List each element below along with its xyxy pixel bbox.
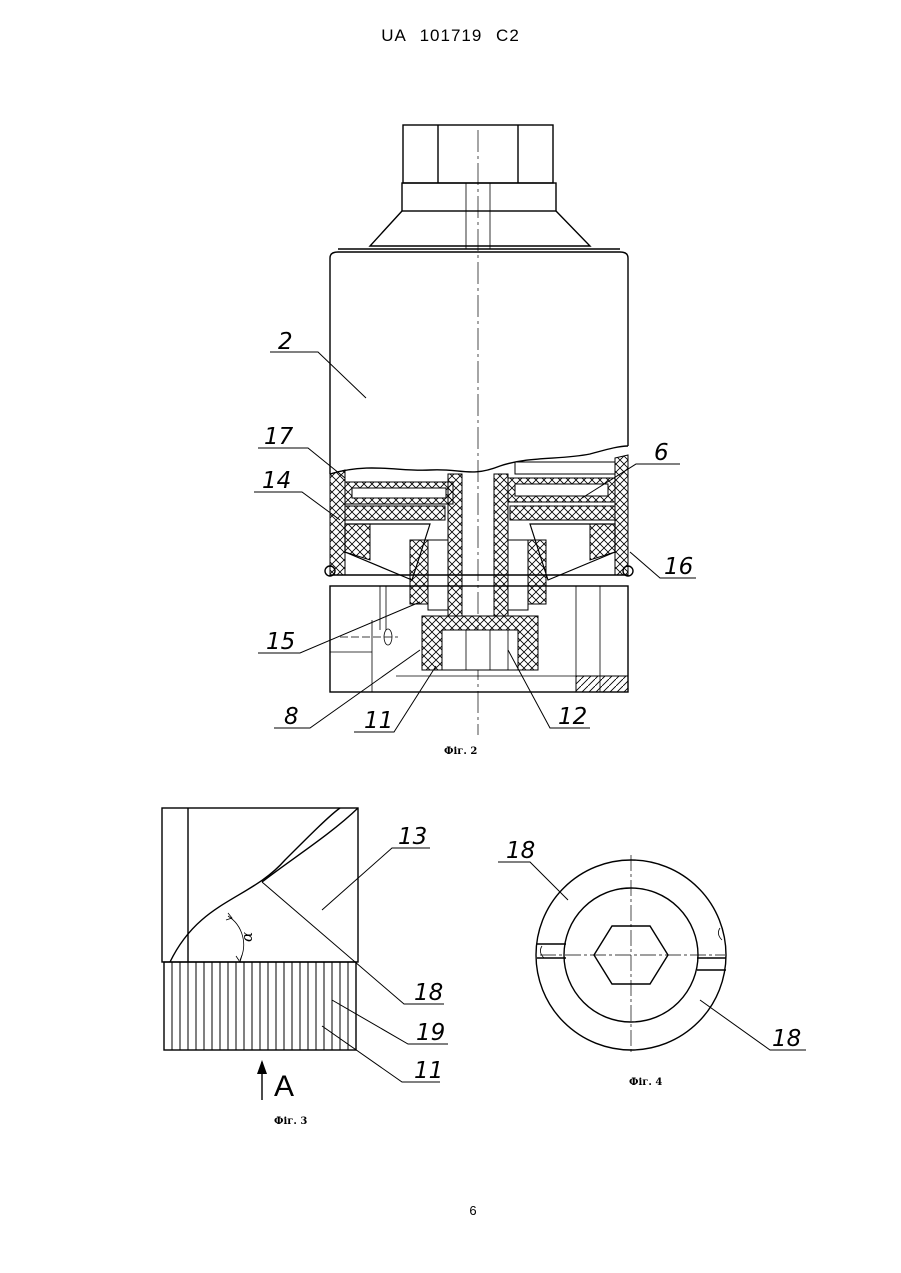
fig2-label-14: 14 [262,468,291,494]
fig2-label-6: 6 [654,440,669,466]
fig3-label-13: 13 [398,824,427,850]
figure-2-drawing [254,125,696,735]
figure-4-drawing [498,855,806,1055]
fig4-label-18-top: 18 [506,838,535,864]
fig3-caption: Фіг. 3 [274,1116,307,1127]
fig3-label-18: 18 [414,980,443,1006]
fig2-label-17: 17 [264,424,294,450]
fig2-label-12: 12 [558,704,587,730]
page-number: 6 [0,1203,901,1218]
fig3-view-arrow-label: A [274,1070,294,1103]
fig4-caption: Фіг. 4 [629,1077,662,1088]
fig3-label-11: 11 [414,1058,443,1084]
fig2-label-11: 11 [364,708,393,734]
fig2-label-15: 15 [266,629,295,655]
fig2-caption: Фіг. 2 [444,746,477,757]
fig2-label-8: 8 [284,704,299,730]
fig3-angle-alpha: α [238,932,256,942]
fig2-label-2: 2 [278,329,293,355]
fig3-label-19: 19 [416,1020,445,1046]
figure-3-drawing [162,808,448,1100]
fig4-label-18-bottom: 18 [772,1026,801,1052]
fig2-label-16: 16 [664,554,693,580]
